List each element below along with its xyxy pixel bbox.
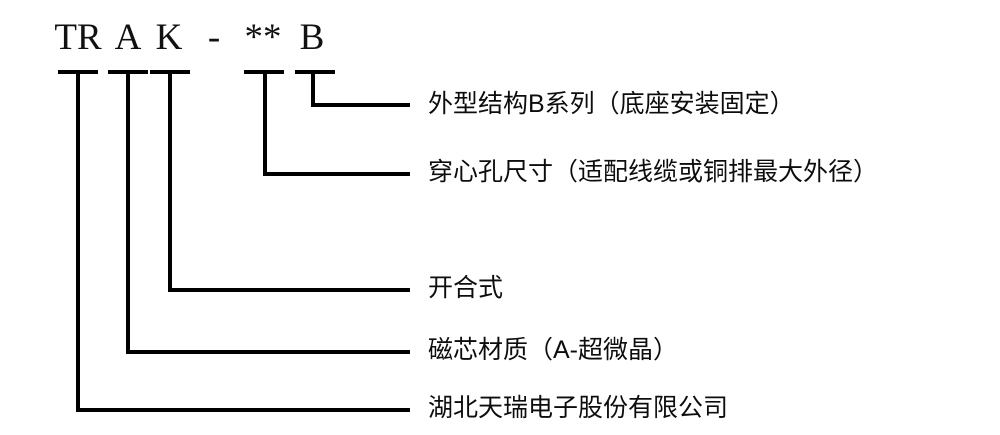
code-segment-asterisks: **	[244, 17, 282, 58]
code-segment-k: K	[155, 17, 183, 58]
leader-arm-k	[168, 288, 410, 292]
callout-label-structure: 外型结构B系列（底座安装固定）	[428, 90, 795, 118]
leader-tick-b	[295, 70, 335, 74]
leader-stem-b	[311, 70, 315, 107]
callout-label-aperture: 穿心孔尺寸（适配线缆或铜排最大外径）	[428, 158, 879, 186]
leader-stem-tr	[76, 70, 80, 412]
code-segment-a: A	[114, 17, 142, 58]
leader-stem-a	[126, 70, 130, 354]
leader-arm-asterisks	[263, 172, 410, 176]
code-segment-tr: TR	[54, 17, 102, 58]
code-segment-dash: -	[207, 17, 221, 58]
code-segment-b: B	[299, 17, 325, 58]
model-code: TR A K - ** B	[0, 14, 400, 62]
leader-stem-asterisks	[263, 70, 267, 176]
leader-arm-a	[126, 350, 410, 354]
leader-stem-k	[168, 70, 172, 292]
leader-arm-b	[311, 103, 410, 107]
leader-arm-tr	[76, 408, 410, 412]
callout-label-manufacturer: 湖北天瑞电子股份有限公司	[428, 394, 729, 422]
callout-label-split-core: 开合式	[428, 274, 504, 302]
callout-label-core-material: 磁芯材质（A-超微晶）	[428, 336, 679, 364]
